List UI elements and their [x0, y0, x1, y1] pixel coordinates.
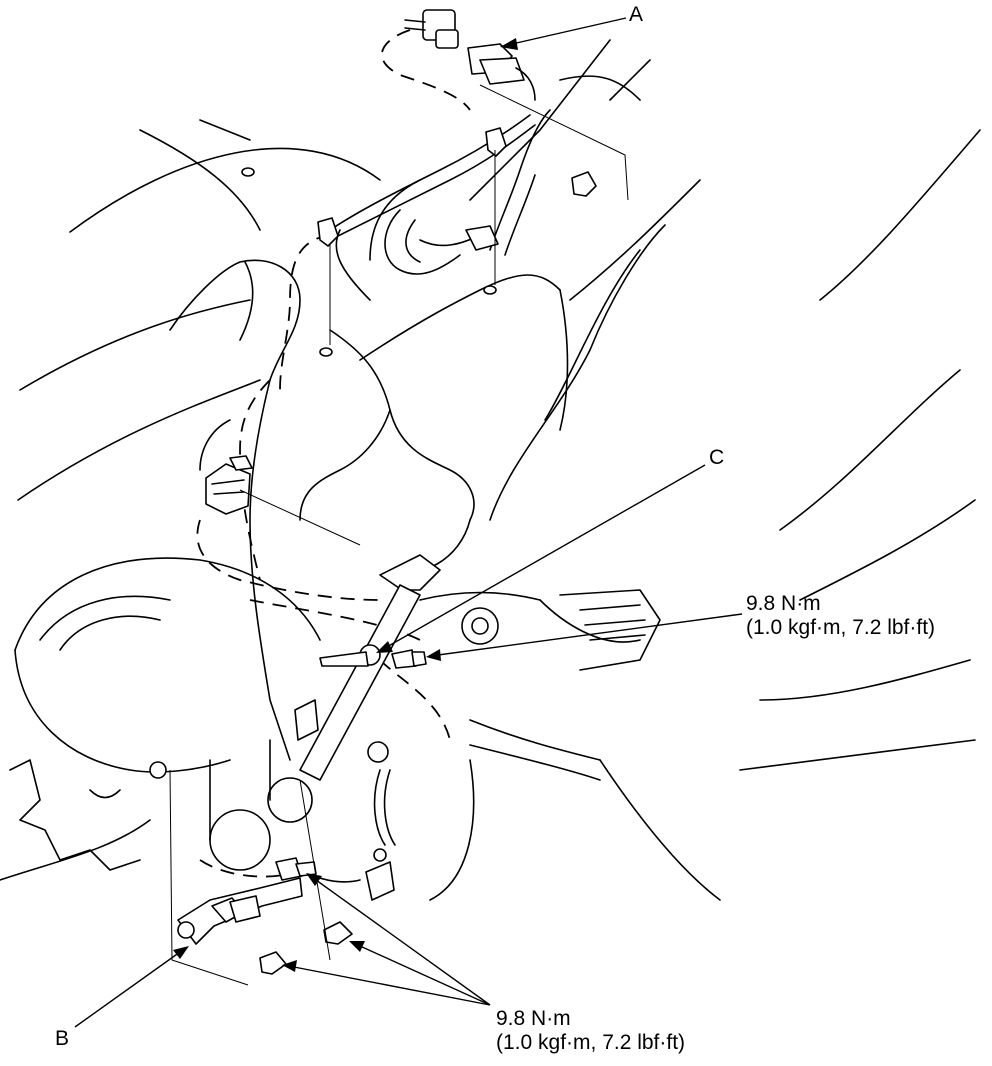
axle-housing: [419, 589, 661, 781]
torque-spec-lower: 9.8 N·m (1.0 kgf·m, 7.2 lbf·ft): [496, 1007, 685, 1055]
pointer-torque-lower: [282, 873, 491, 1006]
connector-a: [404, 9, 459, 49]
bolts-lower: [259, 857, 353, 975]
vehicle-body-outline: [0, 39, 981, 901]
sensor-b-bracket-right: [365, 848, 395, 901]
brake-drum: [9, 557, 321, 871]
pointer-c: [376, 464, 706, 653]
sensor-bracket-b: [177, 877, 303, 945]
torque-upper-imperial: (1.0 kgf·m, 7.2 lbf·ft): [746, 616, 936, 639]
connector-mid: [205, 455, 253, 515]
torque-upper-nm: 9.8 N·m: [746, 592, 821, 615]
pointer-b: [74, 946, 189, 1028]
reference-lines: [169, 84, 629, 986]
callout-c-label: C: [709, 446, 725, 469]
height-sensor-link: [149, 554, 441, 871]
pointer-a: [500, 17, 627, 50]
wire-harness: [196, 29, 551, 883]
harness-clips: [241, 127, 597, 357]
torque-lower-imperial: (1.0 kgf·m, 7.2 lbf·ft): [496, 1031, 686, 1054]
pointer-torque-upper: [426, 613, 743, 661]
torque-lower-nm: 9.8 N·m: [496, 1007, 571, 1030]
torque-spec-upper: 9.8 N·m (1.0 kgf·m, 7.2 lbf·ft): [746, 592, 935, 640]
callout-a-label: A: [629, 3, 644, 26]
connector-a-mating: [467, 43, 536, 101]
suspension-arm: [169, 179, 569, 761]
callout-b-label: B: [55, 1027, 70, 1050]
